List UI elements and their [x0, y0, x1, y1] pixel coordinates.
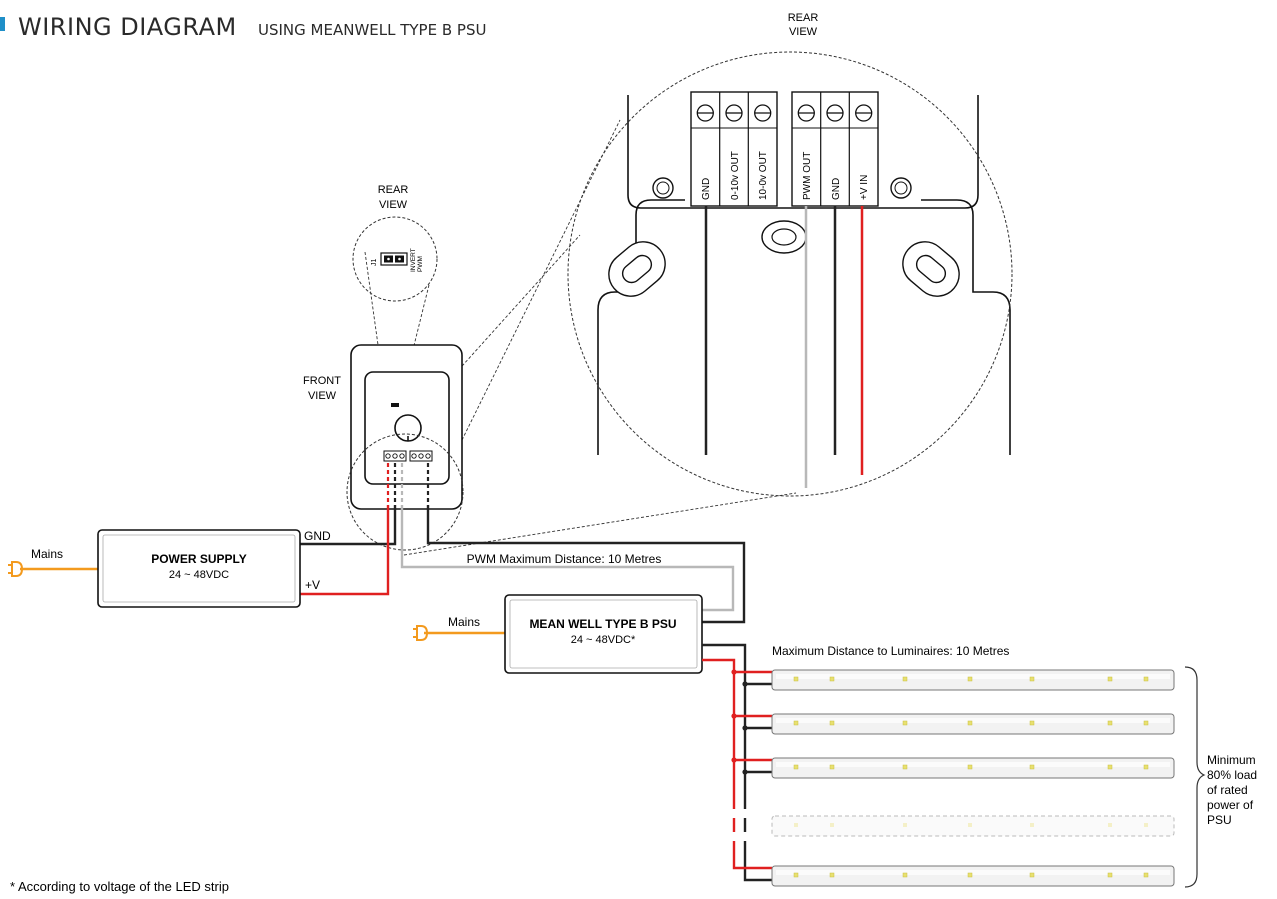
luminaire: [771, 669, 1175, 691]
wire-pwm: [400, 505, 735, 612]
rear-view-large-label-2: VIEW: [789, 26, 818, 38]
wire-controller-gnd: [426, 505, 746, 624]
meanwell-psu-box: [504, 594, 703, 674]
v-label: +V: [305, 578, 320, 592]
page-title: WIRING DIAGRAM: [18, 13, 237, 41]
luminaire: [771, 865, 1175, 887]
jumper-label: J1: [371, 259, 378, 267]
invert-pwm-label: INVERT: [410, 248, 417, 272]
controller-jumper: [391, 403, 399, 407]
terminal-label-gnd-1: GND: [701, 178, 712, 200]
rear-view-small-label: REAR: [378, 184, 409, 196]
rear-view-small-label-2: VIEW: [379, 199, 408, 211]
mounting-slot-icon: [902, 241, 960, 297]
rear-view-small: REAR VIEW J1 INVERT PWM: [352, 184, 438, 302]
magnifier-circle-front: [346, 433, 464, 551]
meanwell-psu: Mains MEAN WELL TYPE B PSU 24 ~ 48VDC*: [413, 594, 703, 674]
terminal-label-10-0v-out: 10-0v OUT: [758, 151, 769, 200]
page-subtitle: USING MEANWELL TYPE B PSU: [258, 21, 486, 39]
luminaire: [771, 757, 1175, 779]
power-supply-rating: 24 ~ 48VDC: [169, 569, 229, 581]
load-note: Minimum 80% load of rated power of PSU: [1207, 753, 1257, 827]
mains-plug-icon: [413, 625, 429, 641]
load-note-line-3: of rated: [1207, 783, 1248, 797]
mounting-hole-left: [652, 177, 674, 199]
front-view: FRONT VIEW: [303, 344, 464, 551]
load-note-line-2: 80% load: [1207, 768, 1257, 782]
power-supply-name: POWER SUPPLY: [151, 552, 247, 566]
gnd-label: GND: [304, 529, 331, 543]
mains-plug-icon: [8, 561, 24, 577]
terminal-label-0-10v-out: 0-10v OUT: [730, 151, 741, 200]
wire-ps-v: [300, 505, 390, 596]
mounting-hole-center: [761, 220, 807, 254]
magnifier-circle-small: [352, 216, 438, 302]
meanwell-psu-name: MEAN WELL TYPE B PSU: [529, 617, 676, 631]
footnote: * According to voltage of the LED strip: [10, 879, 229, 894]
main-wiring: [300, 505, 746, 624]
front-view-label: FRONT: [303, 375, 341, 387]
load-note-line-4: power of: [1207, 798, 1254, 812]
output-wiring: [702, 643, 772, 882]
wire-ps-gnd: [300, 505, 397, 546]
terminal-screws: [696, 104, 873, 122]
rear-device-inner: [627, 95, 979, 209]
terminal-label-v-in: +V IN: [859, 175, 870, 200]
load-note-line-1: Minimum: [1207, 753, 1256, 767]
magnifier-circle-large: [567, 51, 1013, 497]
load-brace: [1184, 666, 1206, 888]
pwm-distance-label: PWM Maximum Distance: 10 Metres: [467, 552, 662, 566]
header-accent-bar: [0, 17, 5, 31]
rear-view-large: REAR VIEW: [567, 12, 1013, 497]
rear-view-large-label: REAR: [788, 12, 819, 24]
terminal-label-gnd-2: GND: [831, 178, 842, 200]
meanwell-psu-rating: 24 ~ 48VDC*: [571, 634, 636, 646]
front-view-label-2: VIEW: [308, 390, 337, 402]
header: WIRING DIAGRAM USING MEANWELL TYPE B PSU: [0, 13, 486, 41]
luminaire-distance-label: Maximum Distance to Luminaires: 10 Metre…: [772, 644, 1009, 658]
mounting-hole-right: [890, 177, 912, 199]
controller-terminals: [383, 450, 433, 462]
power-supply-box: [97, 529, 301, 608]
load-note-line-5: PSU: [1207, 813, 1232, 827]
mains-label-2: Mains: [448, 615, 480, 629]
luminaire: [771, 713, 1175, 735]
terminal-label-pwm-out: PWM OUT: [802, 152, 813, 200]
power-supply: Mains POWER SUPPLY 24 ~ 48VDC GND +V: [8, 529, 331, 608]
mounting-slot-icon: [608, 241, 666, 297]
mains-label-1: Mains: [31, 547, 63, 561]
invert-pwm-label-2: PWM: [417, 256, 424, 272]
luminaire-placeholder: [771, 815, 1175, 837]
wire-junctions: [731, 669, 748, 775]
